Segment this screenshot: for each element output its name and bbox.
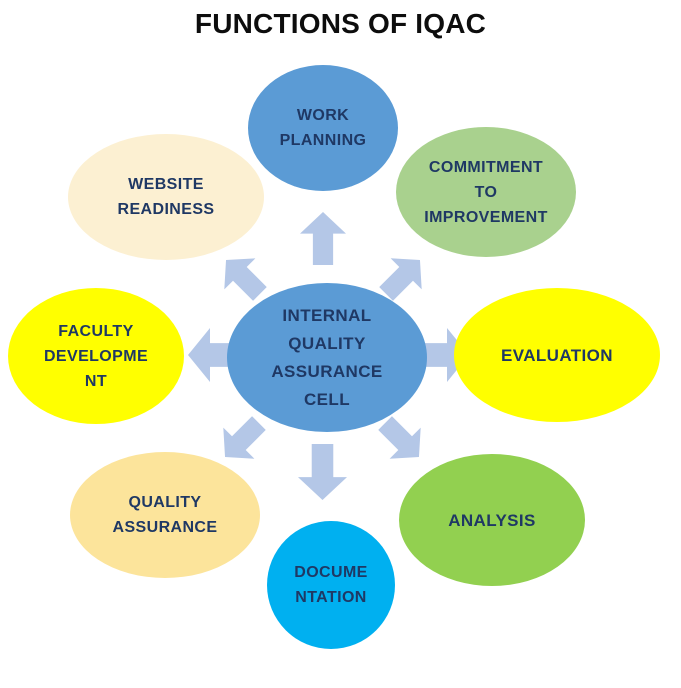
node-label-line: PLANNING: [279, 132, 367, 149]
node-label-line: WEBSITE: [128, 176, 204, 193]
node-label-line: EVALUATION: [501, 345, 613, 365]
node-work-planning: WORK PLANNING: [248, 65, 398, 191]
arrow-down-left-icon: [209, 407, 274, 472]
node-label-line: ASSURANCE: [271, 361, 383, 381]
arrow-up-icon: [300, 212, 346, 265]
node-evaluation: EVALUATION: [454, 288, 660, 422]
node-label-line: NTATION: [295, 589, 367, 606]
node-label-line: ASSURANCE: [112, 519, 218, 536]
node-faculty-development: FACULTY DEVELOPME NT: [8, 288, 184, 424]
node-label-line: INTERNAL: [282, 305, 372, 325]
node-label-line: ANALYSIS: [448, 510, 536, 530]
node-label-line: DEVELOPME: [43, 347, 149, 365]
node-label-line: COMMITMENT: [428, 158, 544, 176]
node-label-line: QUALITY: [128, 494, 202, 511]
node-label-line: READINESS: [117, 201, 215, 218]
node-label-line: QUALITY: [288, 333, 366, 353]
arrow-up-right-icon: [370, 244, 435, 309]
node-label-line: TO: [474, 183, 498, 201]
node-documentation: DOCUME NTATION: [267, 521, 395, 649]
node-website-readiness: WEBSITE READINESS: [68, 134, 264, 260]
node-label-line: IMPROVEMENT: [424, 208, 548, 226]
arrow-up-left-icon: [210, 244, 275, 309]
node-label-line: DOCUME: [294, 564, 368, 581]
node-quality-assurance: QUALITY ASSURANCE: [70, 452, 260, 578]
node-internal-quality-assurance-cell: INTERNAL QUALITY ASSURANCE CELL: [227, 283, 427, 432]
node-label-line: FACULTY: [58, 322, 134, 340]
diagram-title: FUNCTIONS OF IQAC: [194, 8, 487, 39]
node-label-line: CELL: [304, 389, 350, 409]
node-label-line: WORK: [296, 107, 350, 124]
arrow-down-icon: [298, 444, 347, 500]
arrow-left-icon: [188, 328, 242, 382]
node-label-line: NT: [84, 372, 108, 390]
node-analysis: ANALYSIS: [399, 454, 585, 586]
arrow-down-right-icon: [369, 407, 434, 472]
node-commitment-to-improvement: COMMITMENT TO IMPROVEMENT: [396, 127, 576, 257]
